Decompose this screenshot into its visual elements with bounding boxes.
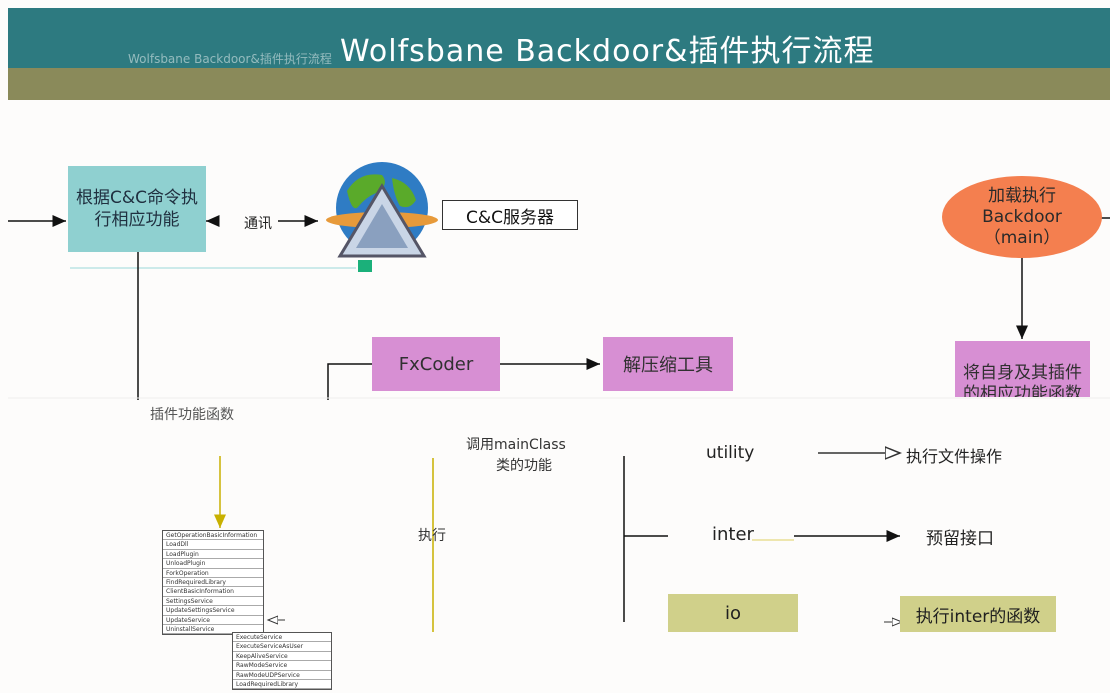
plugin-funcs-label: 插件功能函数: [150, 407, 234, 423]
service-function-item: RawModeUDPService: [233, 671, 331, 680]
cc-command-execute-label: 根据C&C命令执行相应功能: [76, 188, 198, 230]
cc-command-execute-box: 根据C&C命令执行相应功能: [68, 166, 206, 252]
load-exec-line1: 加载执行: [988, 185, 1056, 206]
execute-label: 执行: [418, 528, 446, 544]
title-bar: [8, 8, 1110, 68]
io-box: io: [668, 594, 798, 632]
load-exec-line3: （main）: [983, 227, 1061, 248]
exec-inter-funcs-label: 执行inter的函数: [915, 606, 1041, 627]
service-function-item: RawModeService: [233, 661, 331, 671]
globe-network-icon: [326, 162, 438, 272]
title-band: [8, 68, 1110, 100]
main-function-item: UpdateSettingsService: [163, 606, 263, 616]
main-function-item: LoadDll: [163, 540, 263, 550]
service-function-item: LoadRequiredLibrary: [233, 680, 331, 690]
cc-server-label: C&C服务器: [466, 207, 554, 228]
utility-label: utility: [706, 443, 755, 463]
load-backdoor-ellipse: 加载执行 Backdoor （main）: [942, 176, 1102, 258]
main-function-item: UninstallService: [163, 625, 263, 635]
main-function-item: ForkOperation: [163, 569, 263, 578]
main-function-item: GetOperationBasicInformation: [163, 531, 263, 541]
service-function-item: ExecuteServiceAsUser: [233, 642, 331, 652]
main-function-item: UnloadPlugin: [163, 559, 263, 569]
plugin-functions-label: 将自身及其插件的相应功能函数: [963, 363, 1082, 397]
main-class-line1: 调用mainClass: [466, 437, 566, 453]
comm-label: 通讯: [244, 216, 272, 232]
main-function-item: FindRequiredLibrary: [163, 578, 263, 588]
diagram-subtitle: Wolfsbane Backdoor&插件执行流程: [128, 52, 332, 66]
reserved-interface-label: 预留接口: [926, 529, 994, 549]
decompress-tool-box: 解压缩工具: [603, 337, 733, 391]
service-function-item: ExecuteService: [233, 633, 331, 643]
fxcoder-label: FxCoder: [398, 353, 474, 375]
cc-server-box: C&C服务器: [442, 200, 578, 230]
fxcoder-box: FxCoder: [372, 337, 500, 391]
io-label: io: [724, 602, 741, 624]
service-function-item: KeepAliveService: [233, 652, 331, 662]
main-function-item: ClientBasicInformation: [163, 587, 263, 597]
main-function-item: LoadPlugin: [163, 550, 263, 560]
main-function-item: SettingsService: [163, 597, 263, 607]
plugin-functions-box: 将自身及其插件的相应功能函数: [955, 341, 1090, 397]
main-function-item: UpdateService: [163, 616, 263, 625]
exec-inter-funcs-box: 执行inter的函数: [900, 596, 1056, 632]
inter-label: inter: [712, 524, 754, 545]
load-exec-line2: Backdoor: [982, 206, 1062, 227]
line-fxcoder-left: [327, 363, 372, 400]
diagram-title: Wolfsbane Backdoor&插件执行流程: [340, 34, 875, 69]
decompress-tool-label: 解压缩工具: [623, 355, 713, 376]
main-class-line2: 类的功能: [496, 458, 552, 474]
exec-file-ops-label: 执行文件操作: [906, 447, 1003, 466]
